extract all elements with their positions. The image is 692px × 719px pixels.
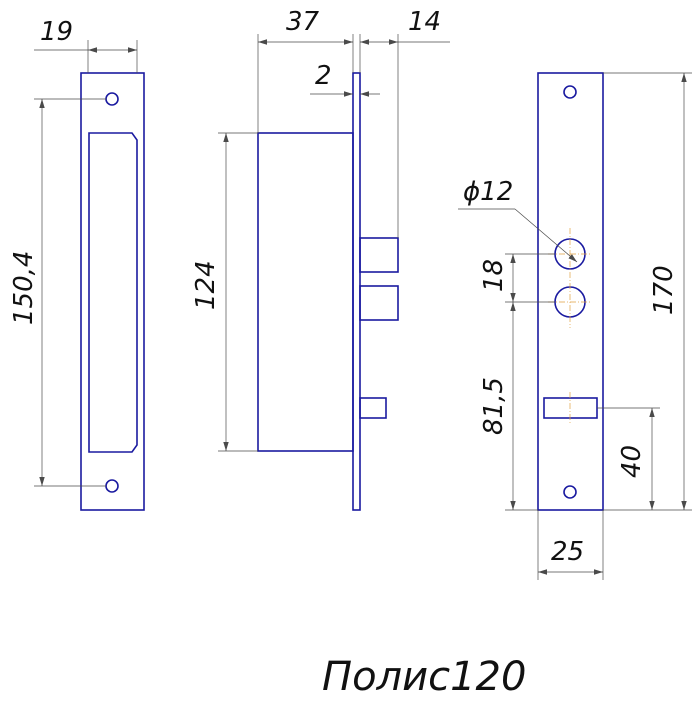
dim-124-label: 124: [191, 260, 221, 310]
deadbolt-upper: [359, 237, 399, 273]
strike-plate-view: 19 150,4: [9, 17, 145, 511]
dim-14-label: 14: [408, 7, 441, 37]
dim-37-label: 37: [286, 7, 320, 37]
dim-2-label: 2: [315, 61, 332, 91]
lock-side-view: 37 14 2 124: [191, 7, 450, 511]
latch-bolt: [359, 397, 387, 419]
dim-d12-label: ϕ12: [463, 177, 513, 207]
dim-19-label: 19: [40, 17, 73, 47]
faceplate-top-hole: [563, 85, 577, 99]
dim-18-label: 18: [479, 259, 509, 292]
strike-plate-outline: [80, 72, 145, 511]
deadbolt-lower: [359, 285, 399, 321]
dim-150-label: 150,4: [9, 251, 39, 325]
lock-body: [257, 132, 354, 452]
faceplate-front-view: ϕ12 18 81,5 40 170 25: [458, 72, 692, 580]
dim-170-label: 170: [649, 265, 679, 315]
dim-815-label: 81,5: [479, 377, 509, 435]
latch-opening: [543, 397, 598, 419]
strike-bottom-hole: [105, 479, 119, 493]
dim-40-label: 40: [617, 445, 647, 478]
faceplate-bottom-hole: [563, 485, 577, 499]
strike-top-hole: [105, 92, 119, 106]
dim-25-label: 25: [551, 537, 584, 567]
faceplate-edge: [352, 72, 361, 511]
strike-plate-window: [88, 132, 138, 453]
drawing-title: Полис120: [322, 654, 526, 700]
faceplate-outline: [537, 72, 604, 511]
dim-d12-leader: [514, 208, 578, 263]
